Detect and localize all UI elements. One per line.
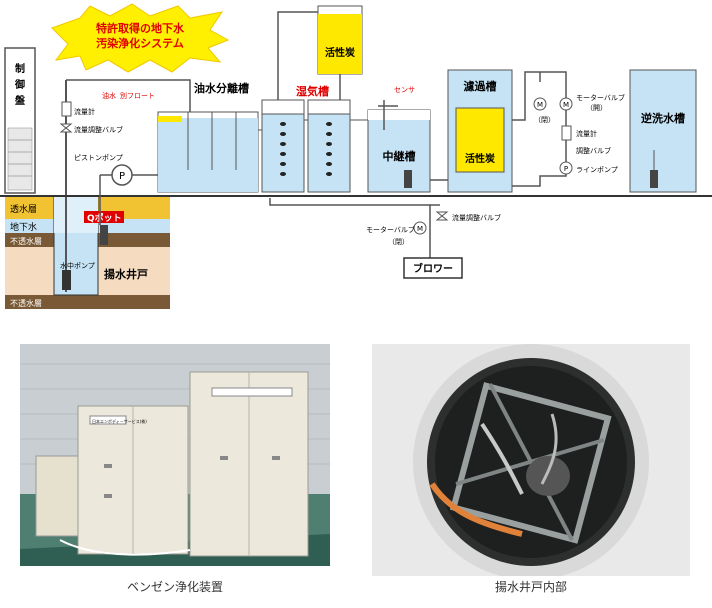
label-flow-valve-bottom: 流量調整バルブ — [452, 213, 501, 222]
label-relay: 中継槽 — [383, 149, 416, 163]
label-carbon-top: 活性炭 — [325, 46, 355, 59]
right-piping — [512, 71, 567, 187]
label-oil-water: 油水 — [102, 91, 116, 100]
label-motor-valve-right: モーターバルブ — [576, 93, 625, 102]
q-pot-tag — [84, 211, 124, 223]
line-pump — [559, 161, 573, 175]
flowmeter-left — [61, 101, 72, 117]
label-filtration: 濾過槽 — [464, 79, 497, 93]
motor-valve-2-symbol: M — [563, 101, 569, 109]
label-open-status: （開） — [586, 104, 607, 112]
photo-right-illustration — [413, 344, 649, 576]
relay-tank: センサ 中継槽 — [367, 86, 431, 193]
wet-air-tanks: 湿気槽 — [258, 84, 368, 193]
blower — [403, 257, 463, 279]
flowmeter-right — [561, 125, 572, 141]
label-flowmeter-right: 流量計 — [576, 129, 597, 138]
banner-starburst — [51, 3, 230, 73]
line-pump-symbol: P — [564, 165, 568, 173]
motor-valve-1-symbol: M — [537, 101, 543, 109]
label-closed-status-1: （閉） — [534, 116, 555, 124]
aeration-line — [269, 198, 440, 260]
caption-well-interior: 揚水井戸内部 — [494, 580, 567, 594]
label-groundwater: 地下水 — [10, 221, 37, 233]
banner: 特許取得の地下水 汚染浄化システム — [51, 3, 230, 73]
label-closed-status-2: （閉） — [388, 238, 409, 246]
motor-valve-bottom — [413, 221, 427, 235]
underground: 透水層 地下水 不透水層 不透水層 水中ポンプ 揚水井戸 Qポット Qポット — [5, 80, 170, 309]
stratum-impermeable-2 — [5, 295, 170, 309]
label-well: 揚水井戸 — [104, 267, 148, 281]
filtration-tank: 濾過槽 活性炭 — [430, 69, 513, 193]
motor-valve-2 — [559, 97, 573, 111]
photo-left-illustration: 日本エンボディ－サービス(株) — [20, 344, 330, 566]
submersible-pump — [62, 270, 71, 290]
backwash-tank: 逆洗水槽 — [629, 69, 697, 193]
label-flowmeter-left: 流量計 — [74, 107, 95, 116]
motor-valve-bottom-symbol: M — [417, 225, 423, 233]
label-sensor: センサ — [394, 86, 415, 94]
banner-line-2: 汚染浄化システム — [96, 36, 184, 50]
motor-valve-1 — [533, 97, 547, 111]
control-panel-char-3: 盤 — [14, 94, 26, 107]
oil-separator-tank: 油水分離槽 — [157, 81, 259, 193]
label-impermeable-1: 不透水層 — [10, 236, 42, 246]
flow-valve-left — [59, 123, 73, 133]
label-carbon-filtration: 活性炭 — [465, 152, 495, 165]
label-oil-separator: 油水分離槽 — [194, 81, 249, 95]
piston-pump-symbol: P — [119, 171, 125, 182]
photo-benzene-purifier: 日本エンボディ－サービス(株) — [20, 344, 330, 566]
banner-line-1: 特許取得の地下水 — [96, 21, 185, 35]
control-panel-char-1: 制 — [15, 62, 25, 75]
label-q-pot-text: Qポット — [87, 212, 122, 224]
caption-benzene-purifier: ベンゼン浄化装置 — [126, 580, 223, 594]
label-backwash: 逆洗水槽 — [641, 111, 685, 125]
label-adjust-valve: 調整バルブ — [576, 146, 611, 155]
small-tank — [35, 455, 85, 537]
control-panel-char-2: 御 — [14, 78, 25, 91]
label-flow-valve-left: 流量調整バルブ — [74, 125, 123, 134]
q-pot — [100, 225, 108, 245]
label-wet-air: 湿気槽 — [296, 84, 329, 98]
label-permeable: 透水層 — [10, 203, 37, 215]
flow-valve-bottom — [435, 211, 449, 221]
label-blower: ブロワー — [413, 262, 453, 275]
control-panel: 制 御 盤 — [4, 47, 36, 194]
enclosure-plate: 日本エンボディ－サービス(株) — [92, 418, 147, 424]
label-motor-valve-bottom: モーターバルブ — [366, 225, 415, 234]
piston-pump — [111, 164, 133, 186]
label-line-pump: ラインポンプ — [576, 166, 618, 174]
top-carbon-unit: 活性炭 — [277, 5, 363, 100]
photo-well-interior — [372, 344, 690, 576]
label-submersible-pump: 水中ポンプ — [60, 261, 95, 270]
label-piston-pump: ピストンポンプ — [74, 154, 123, 162]
label-float: 別フロート — [120, 91, 155, 100]
label-impermeable-2: 不透水層 — [10, 298, 42, 308]
